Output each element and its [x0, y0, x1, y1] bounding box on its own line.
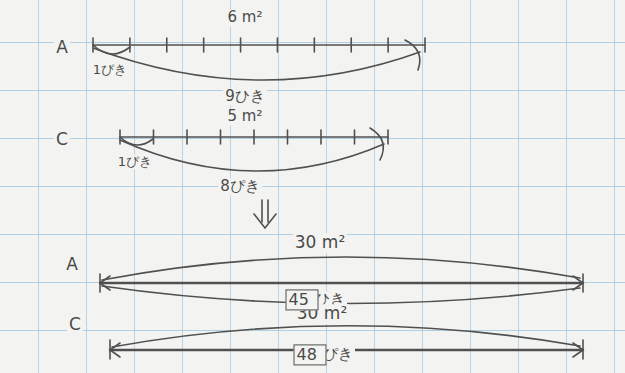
tick-mark — [424, 38, 426, 52]
answer-number: 45 — [289, 290, 316, 309]
area-label: 6 m² — [226, 9, 265, 26]
tape-name: C — [67, 315, 83, 335]
tick-mark — [314, 38, 316, 52]
tick-mark — [240, 38, 242, 52]
tick-mark — [220, 130, 222, 144]
tick-mark — [287, 130, 289, 144]
tick-mark — [320, 130, 322, 144]
tape-name: C — [54, 130, 70, 150]
tick-mark — [166, 38, 168, 52]
tick-mark — [129, 38, 131, 52]
tape-name: A — [54, 38, 70, 58]
unit-count: 1ぴき — [116, 155, 154, 170]
boxed-answer: 48 — [294, 344, 327, 365]
tick-mark — [354, 130, 356, 144]
area-label: 5 m² — [226, 108, 265, 125]
tick-mark — [153, 130, 155, 144]
tick-mark — [387, 38, 389, 52]
count-label: 8ぴき — [218, 178, 262, 195]
tick-mark — [277, 38, 279, 52]
boxed-answer: 45 — [286, 289, 319, 310]
tape-name: A — [64, 255, 80, 275]
tick-mark — [203, 38, 205, 52]
tick-mark — [253, 130, 255, 144]
area-label: 30 m² — [293, 233, 347, 253]
tick-mark — [387, 130, 389, 144]
tick-mark — [186, 130, 188, 144]
answer-number: 48 — [297, 345, 324, 364]
count-label: 9ひき — [223, 88, 267, 105]
unit-count: 1ぴき — [91, 63, 129, 78]
tick-mark — [350, 38, 352, 52]
